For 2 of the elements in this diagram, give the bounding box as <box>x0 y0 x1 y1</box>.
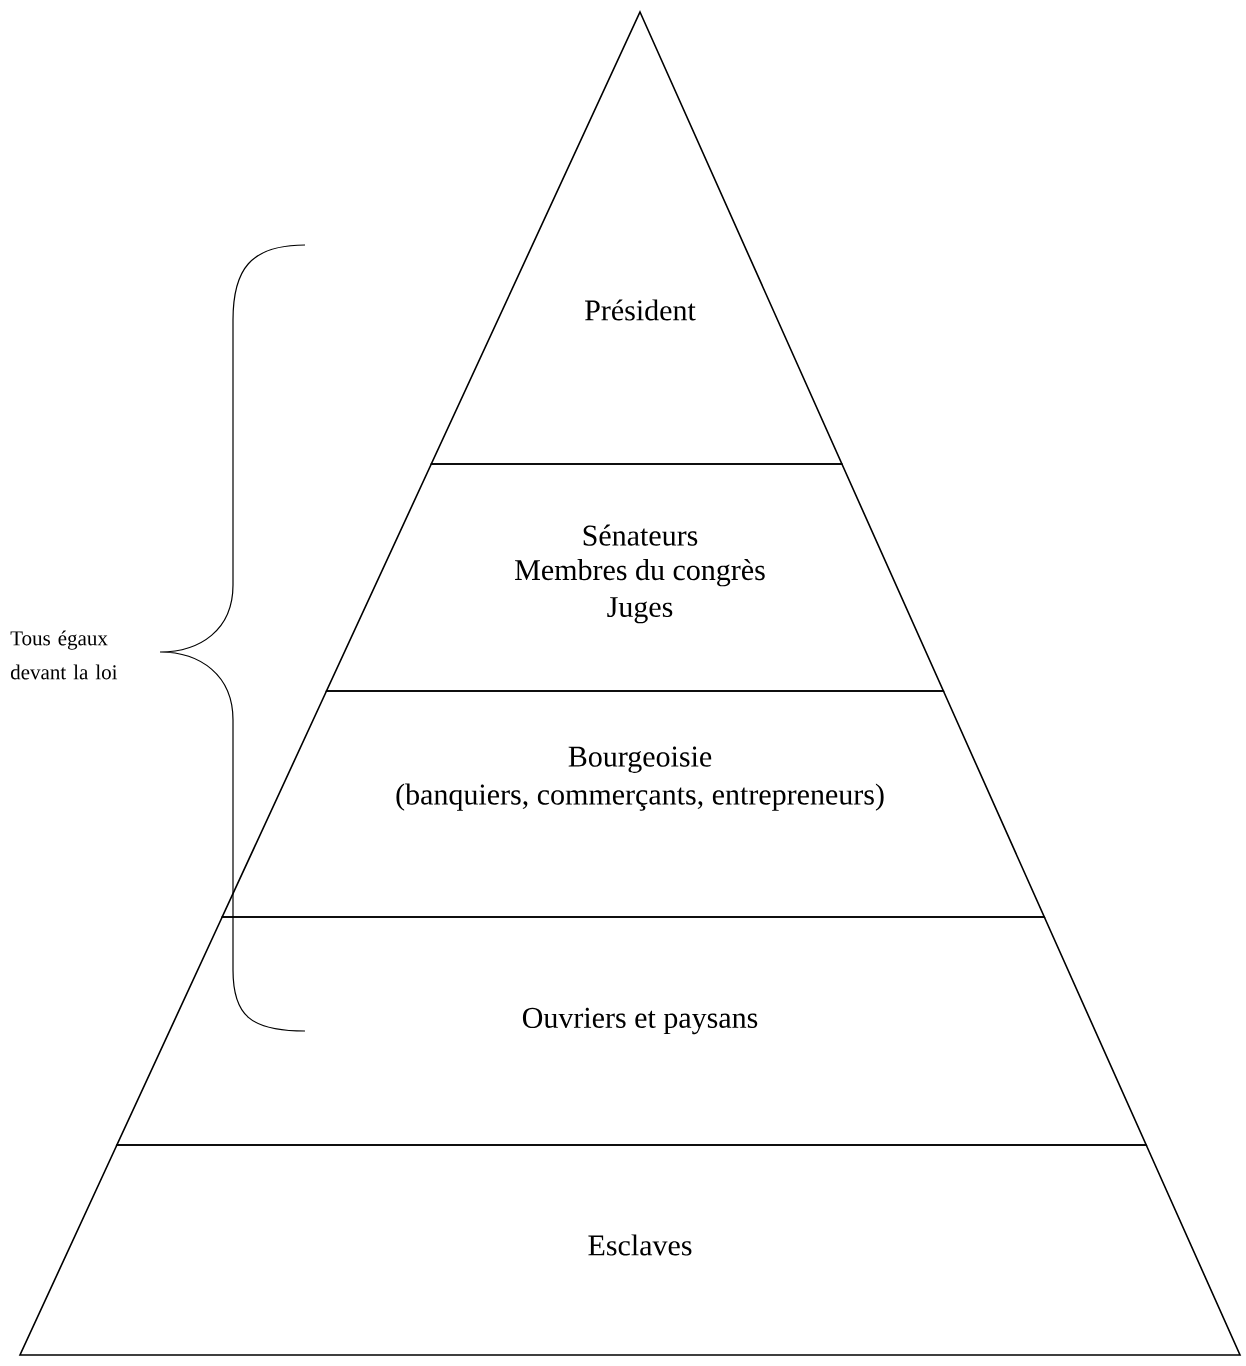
pyramid-level: Sénateurs Membres du congrès Juges <box>325 463 945 692</box>
brace-label: Tous égaux devant la loi <box>10 630 118 680</box>
